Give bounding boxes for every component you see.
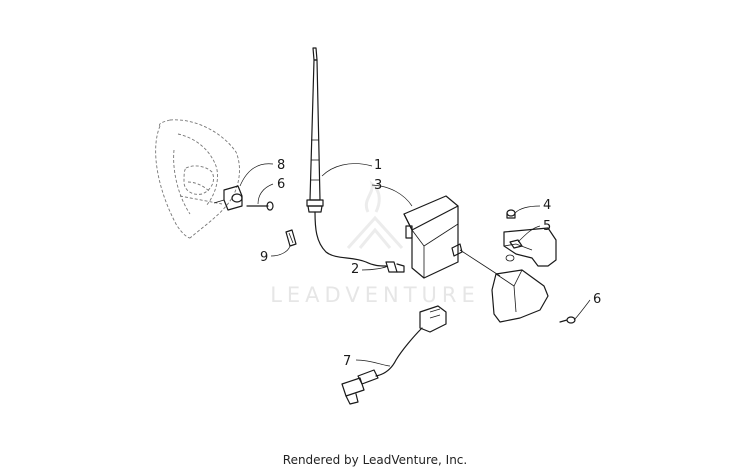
screw-part-6-right [559,316,576,324]
callout-2: 2 [351,262,359,277]
connector-part-2 [385,261,405,273]
antenna-cable [314,211,387,267]
callout-4: 4 [543,198,551,213]
bolt-part-4 [506,209,516,219]
module-box-part-3 [403,195,501,279]
watermark: LEADVENTURE [270,180,480,307]
watermark-text: LEADVENTURE [270,283,480,307]
callout-1: 1 [374,158,382,173]
callout-6-left: 6 [277,177,285,192]
callout-3: 3 [374,178,382,193]
callout-9: 9 [260,250,268,265]
watermark-logo-icon [346,180,404,250]
bracket-part-5 [491,227,557,323]
footer-credit: Rendered by LeadVenture, Inc. [282,453,468,467]
wire-harness-part-7 [341,305,447,405]
antenna [306,47,324,213]
headlight-housing-reference [155,119,240,239]
callout-5: 5 [543,219,551,234]
callout-6-right: 6 [593,292,601,307]
mount-tab-part-8 [213,185,243,211]
callouts: 1 2 3 4 5 6 6 7 8 9 [260,158,601,369]
callout-7: 7 [343,354,351,369]
screw-part-6-left [246,201,274,211]
clip-part-9 [285,229,297,247]
leader-lines [239,163,591,367]
callout-8: 8 [277,158,285,173]
